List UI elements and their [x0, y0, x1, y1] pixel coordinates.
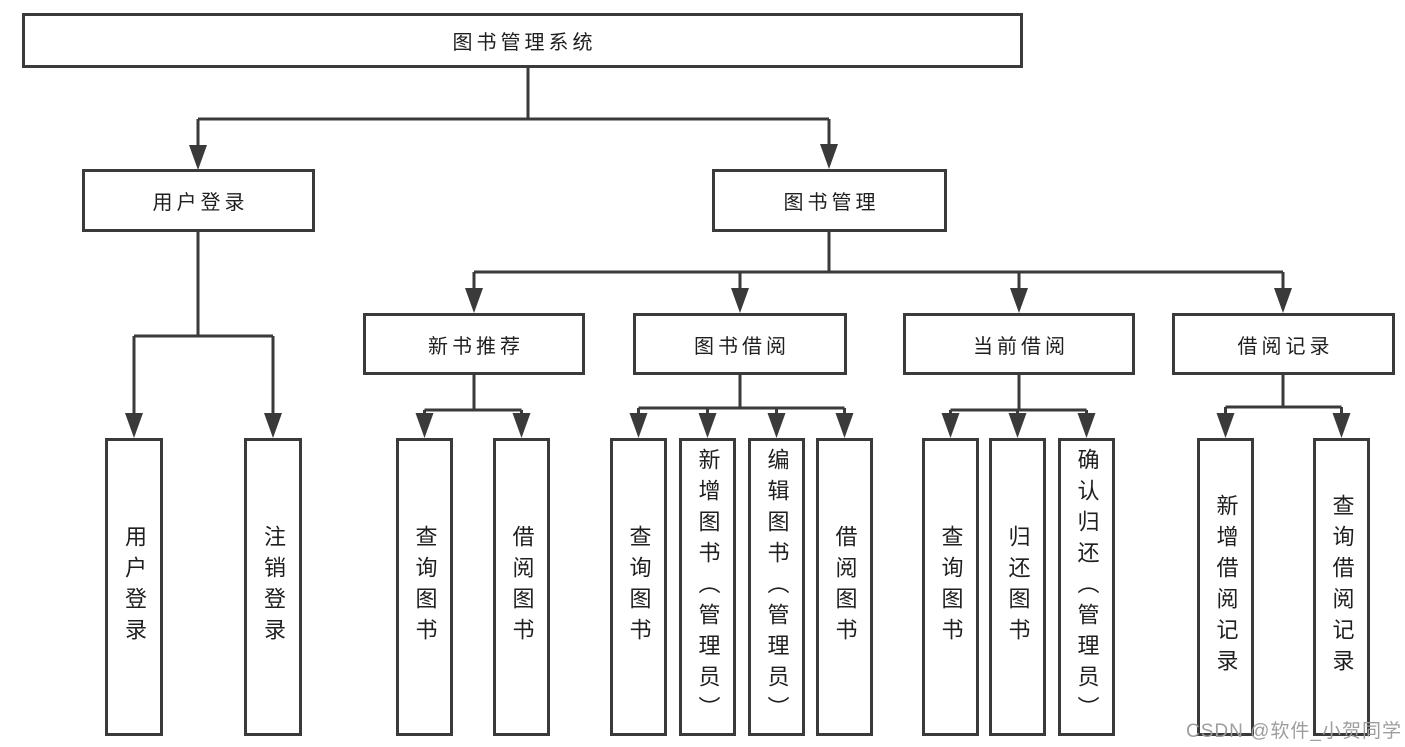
leaf-label: 编辑图书（管理员） — [764, 447, 790, 727]
arrowhead — [1008, 413, 1027, 438]
leaf-bb-add-books-admin: 新增图书（管理员） — [679, 438, 736, 736]
node-borrowing-records: 借阅记录 — [1172, 313, 1395, 375]
connector-user-login-children — [125, 232, 282, 438]
arrowhead — [767, 413, 786, 438]
node-label: 图书管理 — [783, 192, 880, 214]
node-label: 图书管理系统 — [452, 32, 597, 54]
arrowhead — [1274, 288, 1292, 313]
connector-current-borrow-children — [941, 375, 1096, 438]
leaf-label: 确认归还（管理员） — [1074, 447, 1100, 727]
connector-new-book-children — [415, 375, 531, 438]
leaf-logout: 注销登录 — [244, 438, 302, 736]
leaf-label: 借阅图书 — [509, 525, 535, 649]
leaf-bb-query-books: 查询图书 — [610, 438, 667, 736]
arrowhead — [941, 413, 960, 438]
arrowhead — [415, 413, 434, 438]
node-current-borrowing: 当前借阅 — [903, 313, 1135, 375]
leaf-label: 新增借阅记录 — [1213, 494, 1239, 680]
connector-book-borrow-children — [629, 375, 854, 438]
leaf-cb-return-books: 归还图书 — [989, 438, 1046, 736]
connector-records-children — [1216, 375, 1351, 438]
arrowhead — [629, 413, 648, 438]
arrowhead — [820, 144, 838, 169]
leaf-user-login: 用户登录 — [105, 438, 163, 736]
leaf-label: 新增图书（管理员） — [695, 447, 721, 727]
leaf-label: 归还图书 — [1005, 525, 1031, 649]
arrowhead — [1216, 413, 1235, 438]
leaf-label: 查询图书 — [626, 525, 652, 649]
leaf-label: 注销登录 — [261, 525, 286, 649]
leaf-bb-borrow-books: 借阅图书 — [816, 438, 873, 736]
arrowhead — [465, 288, 483, 313]
leaf-cb-query-books: 查询图书 — [922, 438, 979, 736]
node-new-book-recommend: 新书推荐 — [363, 313, 585, 375]
arrowhead — [125, 413, 143, 438]
leaf-label: 查询图书 — [938, 525, 964, 649]
node-book-management: 图书管理 — [712, 169, 947, 232]
leaf-br-query-record: 查询借阅记录 — [1313, 438, 1370, 736]
node-library-system: 图书管理系统 — [22, 13, 1023, 68]
connector-root-to-level2 — [189, 68, 838, 170]
csdn-watermark: CSDN @软件_小贺同学 — [1186, 721, 1402, 742]
node-label: 借阅记录 — [1237, 335, 1334, 358]
arrowhead — [835, 413, 854, 438]
leaf-nb-borrow-books: 借阅图书 — [493, 438, 550, 736]
node-book-borrowing: 图书借阅 — [633, 313, 847, 375]
leaf-label: 查询借阅记录 — [1329, 494, 1355, 680]
node-label: 用户登录 — [152, 192, 249, 214]
leaf-cb-confirm-return-admin: 确认归还（管理员） — [1058, 438, 1115, 736]
arrowhead — [189, 145, 207, 170]
arrowhead — [512, 413, 531, 438]
node-label: 图书借阅 — [694, 335, 790, 358]
leaf-br-add-record: 新增借阅记录 — [1197, 438, 1254, 736]
node-user-login: 用户登录 — [82, 169, 315, 232]
connector-book-mgmt-level3 — [465, 232, 1292, 313]
leaf-label: 查询图书 — [412, 525, 438, 649]
arrowhead — [264, 413, 282, 438]
arrowhead — [731, 288, 749, 313]
node-label: 当前借阅 — [973, 335, 1069, 358]
arrowhead — [1077, 413, 1096, 438]
arrowhead — [1010, 288, 1028, 313]
leaf-bb-edit-books-admin: 编辑图书（管理员） — [748, 438, 805, 736]
arrowhead — [1332, 413, 1351, 438]
node-label: 新书推荐 — [428, 335, 524, 358]
leaf-nb-query-books: 查询图书 — [396, 438, 453, 736]
leaf-label: 借阅图书 — [832, 525, 858, 649]
leaf-label: 用户登录 — [122, 525, 147, 649]
arrowhead — [698, 413, 717, 438]
